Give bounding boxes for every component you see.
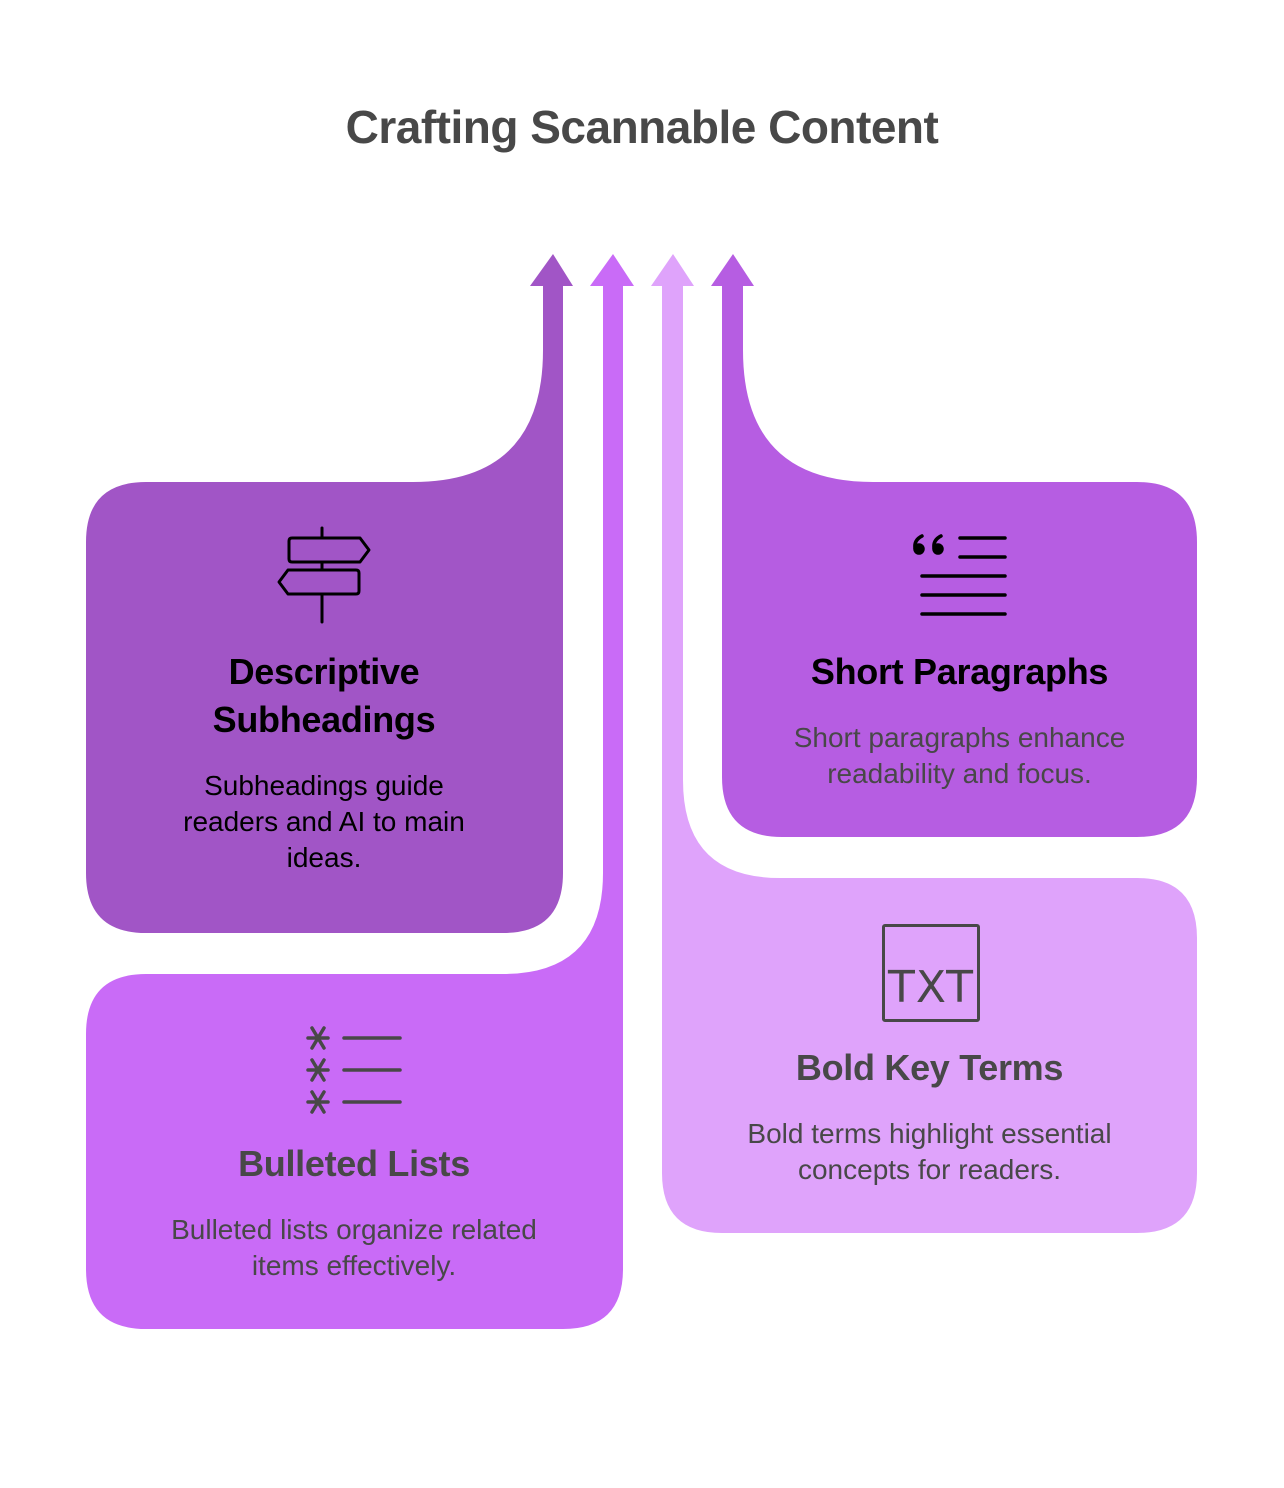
card-bold-key-terms — [651, 254, 1197, 1233]
card-title: Short Paragraphs — [810, 651, 1109, 692]
card-bulleted-lists — [86, 254, 634, 1329]
txt-file-icon: TXT — [882, 924, 980, 1022]
card-title: Descriptive Subheadings — [212, 651, 436, 740]
card-description: Subheadings guide readers and AI to main… — [183, 770, 465, 873]
card-description: Bold terms highlight essential concepts … — [747, 1118, 1112, 1185]
card-description: Short paragraphs enhance readability and… — [793, 722, 1126, 789]
card-short-paragraphs — [711, 254, 1197, 837]
card-bulleted-lists-text: Bulleted Lists Bulleted lists organize r… — [86, 1140, 622, 1284]
signpost-icon — [277, 526, 371, 624]
txt-label: TXT — [887, 962, 975, 1013]
card-title: Bold Key Terms — [795, 1047, 1064, 1088]
quote-paragraph-icon — [913, 534, 1007, 616]
card-short-paragraphs-text: Short Paragraphs Short paragraphs enhanc… — [722, 648, 1197, 792]
card-descriptive-subheadings-text: Descriptive Subheadings Subheadings guid… — [86, 648, 562, 876]
card-description: Bulleted lists organize related items ef… — [171, 1214, 537, 1281]
card-bold-key-terms-text: Bold Key Terms Bold terms highlight esse… — [662, 1044, 1197, 1188]
bulleted-list-icon — [306, 1026, 402, 1114]
asterisk-bullet-icon — [306, 1026, 330, 1050]
card-title: Bulleted Lists — [238, 1143, 470, 1184]
diagram-title: Crafting Scannable Content — [345, 101, 939, 153]
asterisk-bullet-icon — [306, 1090, 330, 1114]
asterisk-bullet-icon — [306, 1058, 330, 1082]
